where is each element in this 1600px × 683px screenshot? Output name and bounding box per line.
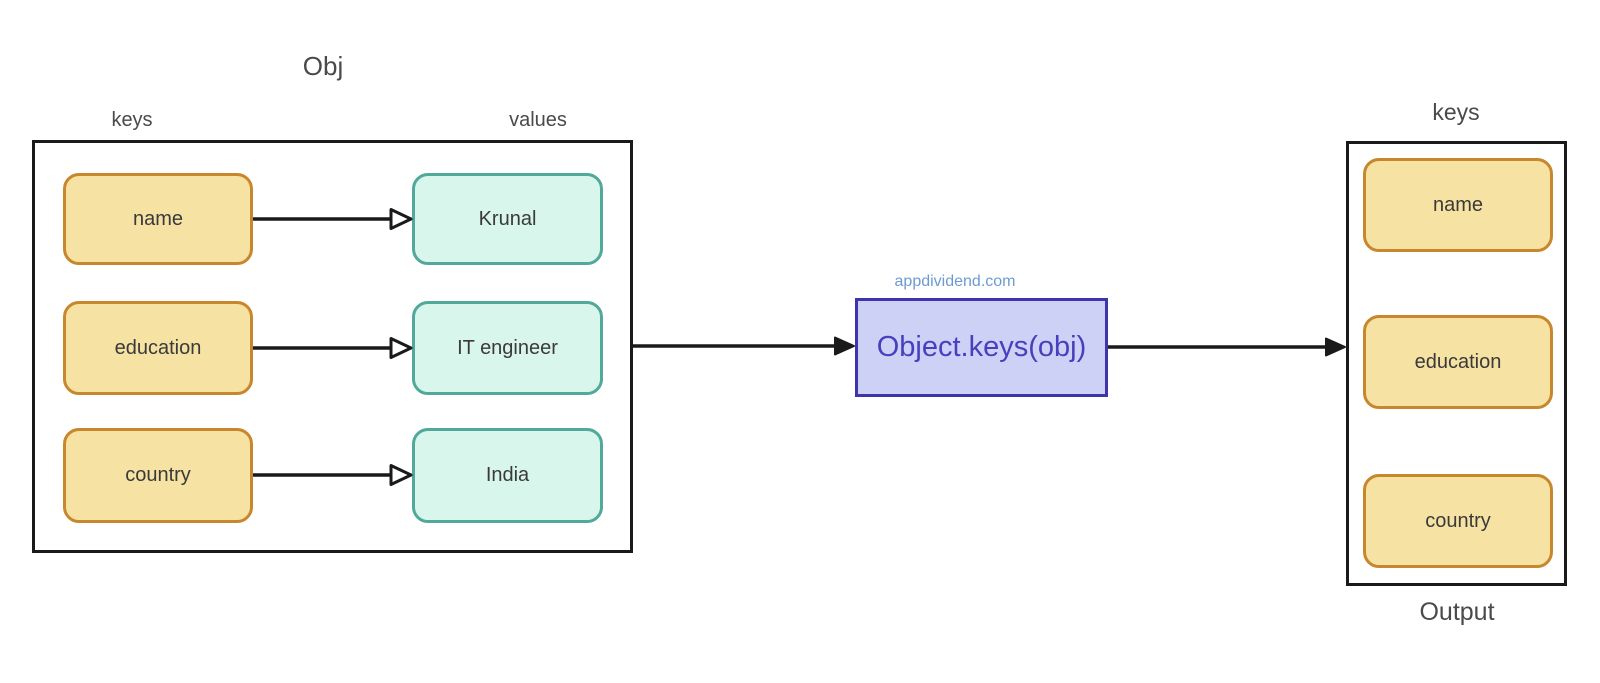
output-keys-label: keys — [1432, 99, 1480, 125]
obj-container-box: name education country Krunal IT enginee… — [32, 140, 633, 553]
output-key-education: education — [1363, 315, 1553, 409]
obj-value-it-engineer: IT engineer — [412, 301, 603, 395]
output-title: Output — [1419, 598, 1495, 626]
obj-values-column-label: values — [509, 109, 567, 131]
obj-key-country: country — [63, 428, 253, 523]
output-key-country: country — [1363, 474, 1553, 568]
obj-value-india: India — [412, 428, 603, 523]
obj-keys-column-label: keys — [111, 109, 153, 131]
output-container-box: name education country — [1346, 141, 1567, 586]
obj-title: Obj — [302, 51, 344, 81]
object-keys-function-box: Object.keys(obj) — [855, 298, 1108, 397]
arrow-obj-to-function — [633, 336, 855, 356]
obj-key-name: name — [63, 173, 253, 265]
output-key-name: name — [1363, 158, 1553, 252]
watermark-text: appdividend.com — [894, 273, 1016, 290]
obj-key-education: education — [63, 301, 253, 395]
obj-value-krunal: Krunal — [412, 173, 603, 265]
arrow-function-to-output — [1108, 337, 1346, 357]
